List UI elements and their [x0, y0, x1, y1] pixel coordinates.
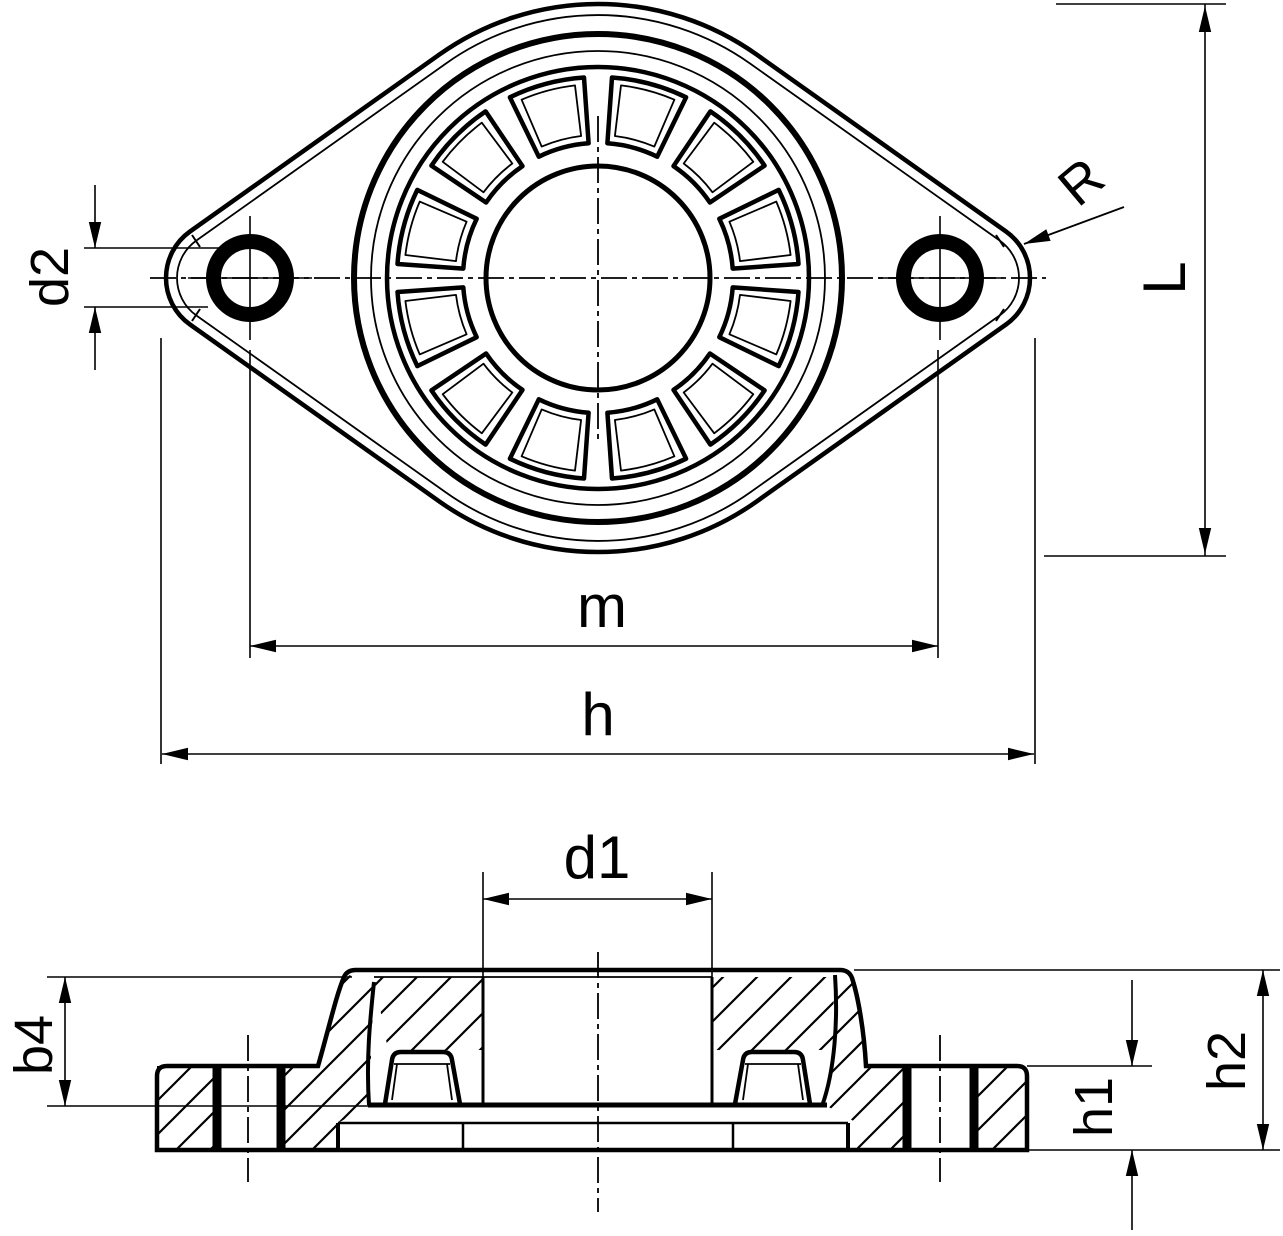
rib-right — [732, 1049, 813, 1105]
arrowhead — [58, 977, 72, 1003]
bolt-hole-walls — [212, 1066, 979, 1150]
section-centerlines — [247, 952, 941, 1212]
label-b4: b4 — [4, 1015, 64, 1075]
slot-window — [404, 200, 468, 262]
dimension-l — [1044, 3, 1226, 557]
arrowhead — [1125, 1040, 1139, 1066]
slot-window — [728, 294, 792, 356]
slot-window — [520, 84, 582, 148]
arrowhead — [88, 307, 102, 333]
label-h: h — [581, 681, 614, 748]
arrowhead — [1198, 528, 1212, 554]
section-profile — [154, 967, 1030, 1153]
slot-window — [717, 187, 801, 271]
slot-window — [507, 397, 591, 481]
cavity-wall-right — [820, 974, 839, 1107]
tangent-ticks — [191, 234, 1005, 322]
cavity-wall-left — [365, 981, 376, 1106]
slot-window — [429, 109, 525, 205]
slot-window — [605, 397, 689, 481]
slot-ring — [395, 75, 801, 481]
dimension-arrowheads — [58, 6, 1270, 1176]
slot-window — [614, 408, 676, 472]
slot-window — [429, 351, 525, 447]
label-h2: h2 — [1197, 1031, 1257, 1091]
slot-window — [671, 109, 767, 205]
slot-window — [404, 294, 468, 356]
slot-window — [682, 362, 755, 435]
slot-window — [520, 408, 582, 472]
dimension-h2 — [854, 969, 1280, 1151]
bottom-pad — [336, 1121, 850, 1149]
arrowhead — [686, 892, 712, 906]
arrowhead — [162, 747, 188, 761]
arrowhead — [483, 892, 509, 906]
label-r: R — [1047, 147, 1115, 218]
slot-window — [395, 285, 479, 369]
slot-window — [441, 121, 514, 194]
slot-window — [605, 75, 689, 159]
rib-left — [382, 1049, 463, 1105]
label-d2: d2 — [20, 247, 80, 307]
label-m: m — [577, 573, 627, 640]
arrowhead — [250, 639, 276, 653]
slot-window — [507, 75, 591, 159]
arrowhead — [1024, 229, 1051, 244]
dimension-labels: d2 R L m h d1 b4 h1 h2 — [4, 147, 1257, 1137]
arrowhead — [88, 222, 102, 248]
slot-window — [395, 187, 479, 271]
dimension-h — [160, 338, 1036, 764]
dimension-d1 — [482, 872, 713, 977]
dimension-m — [249, 350, 939, 658]
label-d1: d1 — [564, 824, 631, 891]
arrowhead — [912, 639, 938, 653]
slot-window — [614, 84, 676, 148]
arrowhead — [1008, 747, 1034, 761]
label-h1: h1 — [1064, 1077, 1124, 1137]
arrowhead — [1125, 1150, 1139, 1176]
slot-window — [671, 351, 767, 447]
arrowhead — [1256, 1124, 1270, 1150]
section-view — [47, 872, 1280, 1230]
slot-window — [682, 121, 755, 194]
arrowhead — [1256, 970, 1270, 996]
arrowhead — [58, 1080, 72, 1106]
slot-window — [441, 362, 514, 435]
arrowhead — [1198, 6, 1212, 32]
slot-window — [717, 285, 801, 369]
centerlines — [150, 116, 1046, 440]
top-view — [84, 1, 1226, 764]
slot-window — [728, 200, 792, 262]
label-l: L — [1131, 261, 1198, 294]
